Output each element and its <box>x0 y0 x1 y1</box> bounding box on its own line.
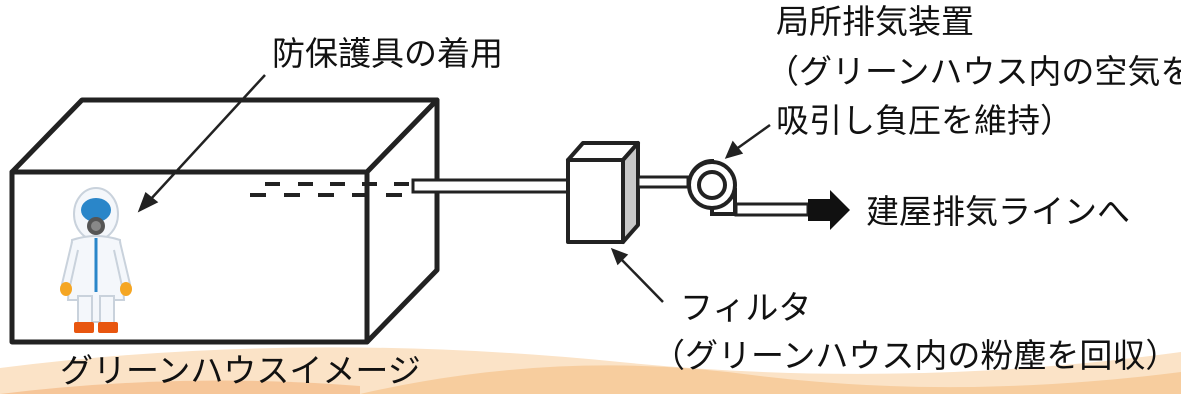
worker-protective-suit-icon <box>60 187 132 333</box>
fan-blower-icon <box>687 158 737 216</box>
filter-desc-label: （グリーンハウス内の粉塵を回収） <box>652 336 1179 375</box>
decorative-wave-band <box>0 347 1181 394</box>
filter-unit <box>566 141 640 244</box>
arrow-right-icon <box>808 190 850 230</box>
filter-title-label: フィルタ <box>680 288 812 327</box>
greenhouse-caption: グリーンハウスイメージ <box>60 351 421 390</box>
duct-to-filter <box>411 178 572 194</box>
greenhouse-box <box>9 97 440 345</box>
outlet-duct <box>734 202 810 217</box>
duct-to-fan <box>636 175 690 189</box>
intake-dashes <box>250 182 409 197</box>
protective-gear-label: 防保護具の着用 <box>272 34 503 73</box>
leader-lines <box>137 74 771 303</box>
local-exhaust-title: 局所排気装置 <box>776 2 974 41</box>
to-building-exhaust-label: 建屋排気ラインへ <box>866 192 1130 231</box>
local-exhaust-desc-line1: （グリーンハウス内の空気を <box>766 52 1181 91</box>
local-exhaust-desc-line2: 吸引し負圧を維持） <box>776 101 1073 140</box>
